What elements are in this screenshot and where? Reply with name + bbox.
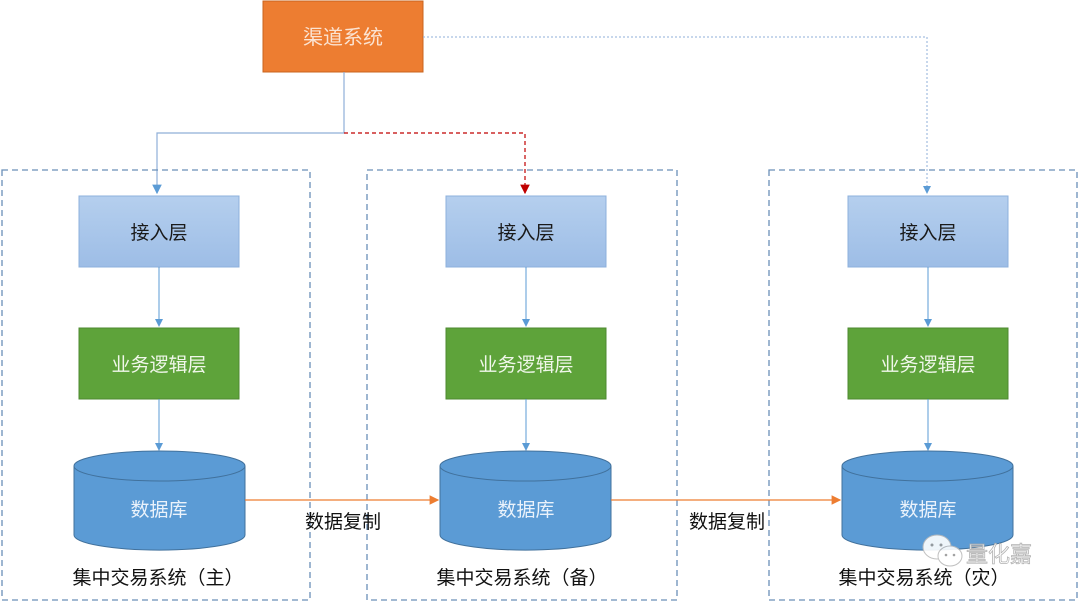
channel-system-box: 渠道系统 [262,0,424,73]
database-cylinder [73,450,246,551]
svg-text:接入层: 接入层 [130,222,187,244]
connector-backup [344,132,530,195]
logic-layer [445,327,607,400]
logic-layer [847,327,1009,400]
database-cylinder [841,450,1014,551]
svg-text:业务逻辑层: 业务逻辑层 [111,354,206,376]
svg-text:数据库: 数据库 [130,499,187,521]
watermark: 量化嘉 [922,534,1032,568]
svg-text:接入层: 接入层 [497,222,554,244]
system-disaster: 接入层 业务逻辑层 数据库 集中交易系统（灾） [768,169,1078,601]
connector-main [152,72,345,195]
svg-text:量化嘉: 量化嘉 [966,543,1032,568]
system-backup: 接入层 业务逻辑层 数据库 集中交易系统（备） [366,169,678,601]
wechat-icon [922,534,963,567]
database-cylinder [439,450,612,551]
svg-text:数据库: 数据库 [497,499,554,521]
svg-text:业务逻辑层: 业务逻辑层 [880,354,975,376]
svg-text:接入层: 接入层 [899,222,956,244]
svg-text:数据库: 数据库 [899,499,956,521]
svg-text:集中交易系统（备）: 集中交易系统（备） [436,567,607,589]
access-layer [847,195,1009,268]
svg-text:集中交易系统（灾）: 集中交易系统（灾） [838,567,1009,589]
access-layer [78,195,240,268]
system-main: 接入层 业务逻辑层 数据库 集中交易系统（主） [1,169,311,601]
svg-text:渠道系统: 渠道系统 [303,25,383,49]
connector-disaster [423,36,931,194]
logic-layer [78,327,240,400]
replication-label-1: 数据复制 [305,511,381,533]
svg-text:集中交易系统（主）: 集中交易系统（主） [72,567,243,589]
svg-text:业务逻辑层: 业务逻辑层 [478,354,573,376]
replication-label-2: 数据复制 [689,511,765,533]
access-layer [445,195,607,268]
